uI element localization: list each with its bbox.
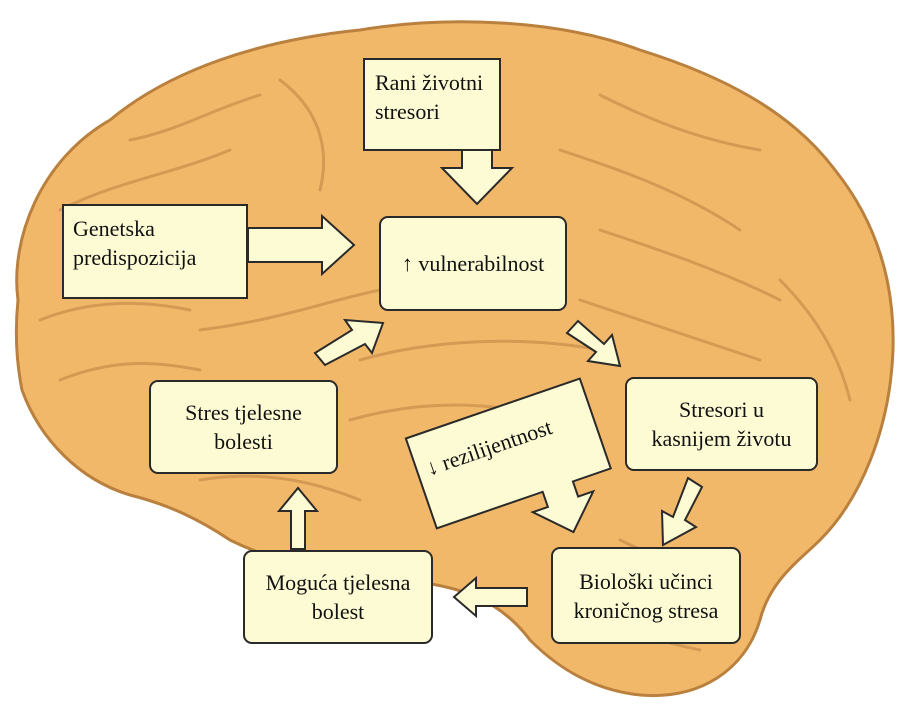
moguca-label: Moguća tjelesna bolest (265, 570, 411, 624)
arrow-rani-to-vulnerabilnost (439, 149, 515, 206)
arrow-genetska-to-vulnerabilnost (247, 213, 356, 277)
arrows (247, 149, 704, 619)
rezilijentnost-shape (404, 377, 613, 534)
box-moguca-tjelesna-bolest: Moguća tjelesna bolest (243, 550, 433, 644)
box-bioloski-ucinci: Biološki učinci kroničnog stresa (551, 547, 741, 644)
rezilijentnost-callout: ↓ rezilijentnost (404, 377, 613, 534)
stresori-label: Stresori u kasnijem životu (651, 397, 792, 451)
arrow-vulnerabilnost-to-stresori (565, 319, 622, 368)
box-stresori-u-kasnijem-zivotu: Stresori u kasnijem životu (625, 377, 818, 471)
box-genetska-predispozicija: Genetska predispozicija (62, 204, 248, 299)
box-rani-zivotni-stresori: Rani životni stresori (363, 58, 501, 151)
genetska-label: Genetska predispozicija (73, 216, 197, 270)
arrow-stresori-to-bioloski (660, 476, 704, 547)
vulnerabilnost-label: ↑ vulnerabilnost (401, 251, 545, 276)
box-vulnerabilnost: ↑ vulnerabilnost (379, 216, 567, 311)
stres-tjelesne-label: Stres tjelesne bolesti (185, 400, 302, 454)
rani-label: Rani životni stresori (375, 70, 484, 124)
bioloski-label: Biološki učinci kroničnog stresa (573, 568, 719, 623)
arrow-stres-to-vulnerabilnost (313, 318, 385, 367)
arrow-bioloski-to-moguca (452, 575, 528, 619)
arrow-moguca-to-stres (276, 486, 320, 550)
brain-folds (38, 78, 852, 652)
box-stres-tjelesne-bolesti: Stres tjelesne bolesti (149, 380, 338, 474)
